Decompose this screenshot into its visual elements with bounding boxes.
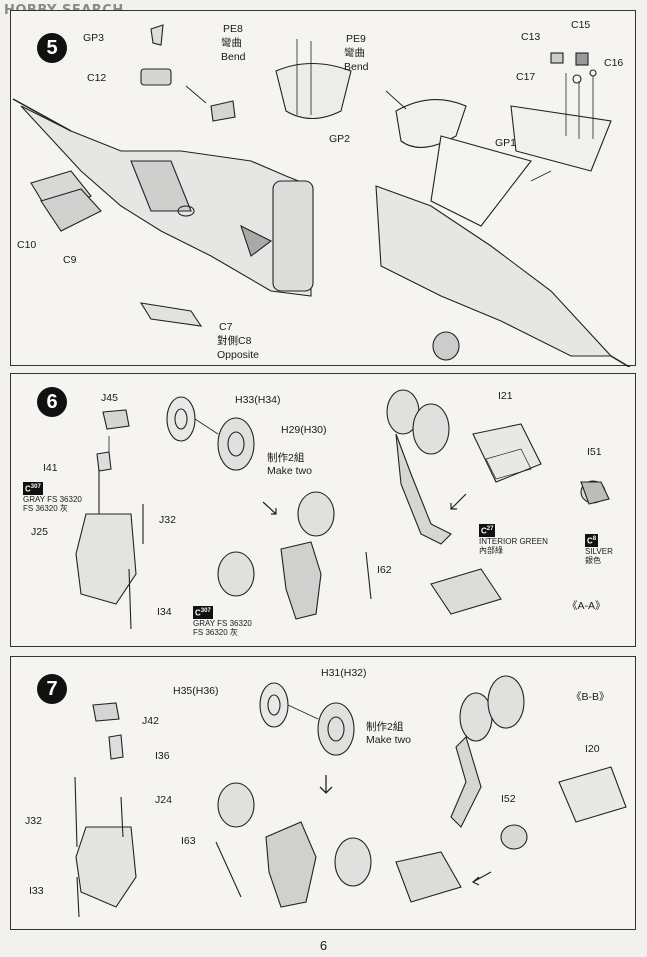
paint-silver-badge: C8 bbox=[585, 534, 599, 547]
paint-gray-cn-label: FS 36320 灰 bbox=[23, 503, 68, 513]
label-pe9: PE9 bbox=[346, 33, 366, 45]
label-i21: I21 bbox=[498, 390, 513, 402]
label-i52: I52 bbox=[501, 793, 516, 805]
step-7-panel: 7 H31(H32) H35(H36) J42 I36 J24 J32 I33 … bbox=[10, 656, 636, 930]
paint2-gray-label: GRAY FS 36320 bbox=[193, 618, 252, 628]
section-label-aa: 《A-A》 bbox=[567, 600, 606, 612]
paint-silver-callout: C8 SILVER 銀色 bbox=[585, 534, 613, 565]
label-j32-step7: J32 bbox=[25, 815, 42, 827]
label-pe9-en: Bend bbox=[344, 61, 369, 73]
step-6-panel: 6 J45 I41 C307 GRAY FS 36320 FS 36320 灰 … bbox=[10, 373, 636, 647]
label-i41: I41 bbox=[43, 462, 58, 474]
label-c16: C16 bbox=[604, 57, 624, 69]
label-pe8-en: Bend bbox=[221, 51, 246, 63]
step-6-drawing bbox=[75, 389, 610, 630]
label-i36: I36 bbox=[155, 750, 170, 762]
paint-gray-label: GRAY FS 36320 bbox=[23, 494, 82, 504]
paint-gray-callout: C307 GRAY FS 36320 FS 36320 灰 bbox=[23, 482, 82, 513]
paint2-gray-cn-label: FS 36320 灰 bbox=[193, 627, 238, 637]
label-j24: J24 bbox=[155, 794, 172, 806]
step-6-badge: 6 bbox=[37, 387, 67, 417]
label-c9: C9 bbox=[63, 254, 77, 266]
label-make-two-cn: 制作2組 bbox=[267, 452, 305, 464]
label-i20: I20 bbox=[585, 743, 600, 755]
step-5-panel: 5 GP3 C12 PE8 彎曲 Bend PE9 彎曲 Bend GP2 C1… bbox=[10, 10, 636, 367]
label-c15: C15 bbox=[571, 19, 591, 31]
label-pe8-cn: 彎曲 bbox=[221, 37, 242, 49]
label-j45: J45 bbox=[101, 392, 118, 404]
label-pe8: PE8 bbox=[223, 23, 243, 35]
paint-interior-badge: C27 bbox=[479, 524, 496, 537]
label-c7-en: Opposite bbox=[217, 349, 260, 361]
paint-code-badge: C307 bbox=[23, 482, 43, 495]
label-j32: J32 bbox=[159, 514, 176, 526]
label-i33: I33 bbox=[29, 885, 44, 897]
label-c17: C17 bbox=[516, 71, 536, 83]
label-c12: C12 bbox=[87, 72, 107, 84]
label-c13: C13 bbox=[521, 31, 541, 43]
label-h33: H33(H34) bbox=[235, 394, 281, 406]
label-h31: H31(H32) bbox=[321, 667, 367, 679]
label-gp1: GP1 bbox=[495, 137, 517, 149]
label-c10: C10 bbox=[17, 239, 37, 251]
label-i62: I62 bbox=[377, 564, 392, 576]
label-make-two-en: Make two bbox=[267, 465, 312, 477]
label-gp2: GP2 bbox=[329, 133, 351, 145]
section-label-bb: 《B-B》 bbox=[571, 691, 610, 703]
label-i51: I51 bbox=[587, 446, 602, 458]
label-gp3: GP3 bbox=[83, 32, 105, 44]
paint-silver-cn-label: 銀色 bbox=[585, 555, 601, 565]
paint-interior-label: INTERIOR GREEN bbox=[479, 536, 548, 546]
paint-interior-cn-label: 內部綠 bbox=[479, 545, 503, 555]
label-make-two-en-step7: Make two bbox=[366, 734, 411, 746]
label-h29: H29(H30) bbox=[281, 424, 327, 436]
label-c7: C7 bbox=[219, 321, 233, 333]
label-j25: J25 bbox=[31, 526, 48, 538]
label-i63: I63 bbox=[181, 835, 196, 847]
step-7-drawing bbox=[74, 675, 627, 918]
label-j42: J42 bbox=[142, 715, 159, 727]
label-pe9-cn: 彎曲 bbox=[344, 47, 365, 59]
step-7-badge: 7 bbox=[37, 674, 67, 704]
page-number: 6 bbox=[319, 938, 328, 953]
step-5-drawing bbox=[12, 24, 631, 367]
label-h35: H35(H36) bbox=[173, 685, 219, 697]
paint-gray-callout-2: C307 GRAY FS 36320 FS 36320 灰 bbox=[193, 606, 252, 637]
label-c7-cn: 對側C8 bbox=[217, 335, 252, 347]
label-make-two-cn-step7: 制作2組 bbox=[366, 721, 404, 733]
label-i34: I34 bbox=[157, 606, 172, 618]
paint-code-badge-2: C307 bbox=[193, 606, 213, 619]
step-5-badge: 5 bbox=[37, 33, 67, 63]
paint-interior-callout: C27 INTERIOR GREEN 內部綠 bbox=[479, 524, 548, 555]
paint-silver-label: SILVER bbox=[585, 546, 613, 556]
fuselage-right bbox=[375, 185, 613, 357]
